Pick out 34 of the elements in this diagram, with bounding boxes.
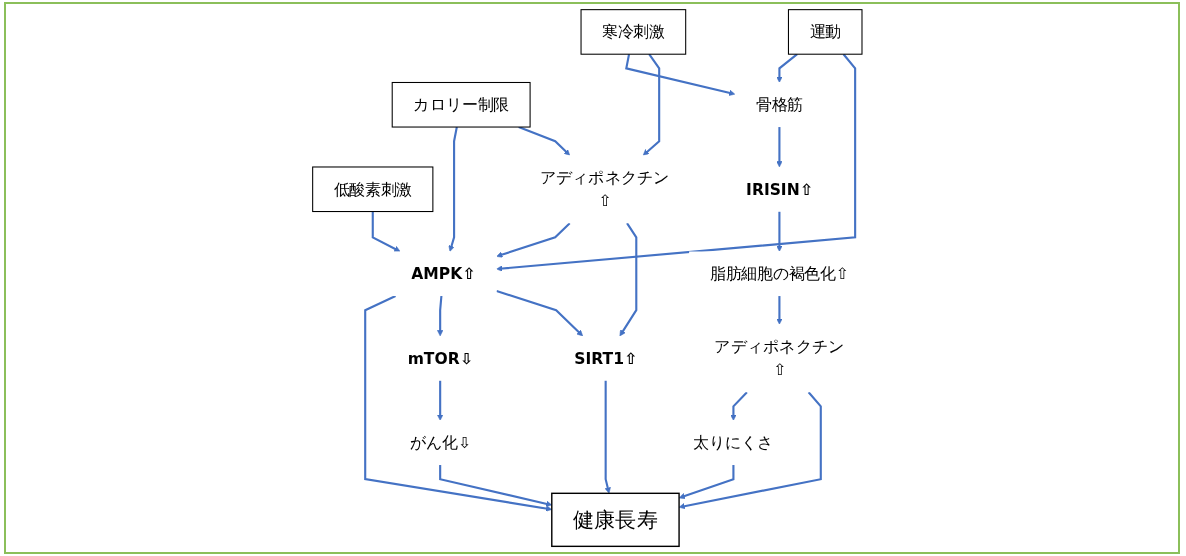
arrow [496,53,857,272]
node-box: カロリー制限 [391,81,531,128]
node-text: 骨格筋 [756,95,803,114]
node-box: 運動 [787,9,863,55]
arrow [642,53,661,156]
arrow [496,222,571,258]
node-text: mTOR⇩ [407,349,473,368]
arrow [776,53,798,83]
arrow [496,289,583,337]
node-text: アディポネクチン⇧ [539,168,670,210]
node-text: 太りにくさ [693,433,774,452]
arrow [730,391,748,421]
node-text: がん化⇩ [409,433,471,452]
arrow [437,295,444,337]
arrow [776,296,783,325]
arrow [518,126,571,156]
arrow [776,127,783,168]
node-text: 脂肪細胞の褐色化⇧ [710,264,849,283]
node-box: 低酸素刺激 [312,166,434,213]
node-text: AMPK⇧ [411,264,476,283]
arrow [619,222,638,337]
node-box: 健康長寿 [551,492,680,548]
arrow [604,380,611,494]
arrow [776,211,783,252]
arrow [678,391,822,510]
arrow [678,465,735,499]
arrow [371,211,401,252]
arrow [625,54,736,96]
arrow [437,380,444,421]
node-text: アディポネクチン⇧ [714,337,845,379]
node-text: SIRT1⇧ [574,349,638,368]
arrow [448,126,458,252]
node-box: 寒冷刺激 [580,9,687,55]
node-text: IRISIN⇧ [746,180,813,199]
